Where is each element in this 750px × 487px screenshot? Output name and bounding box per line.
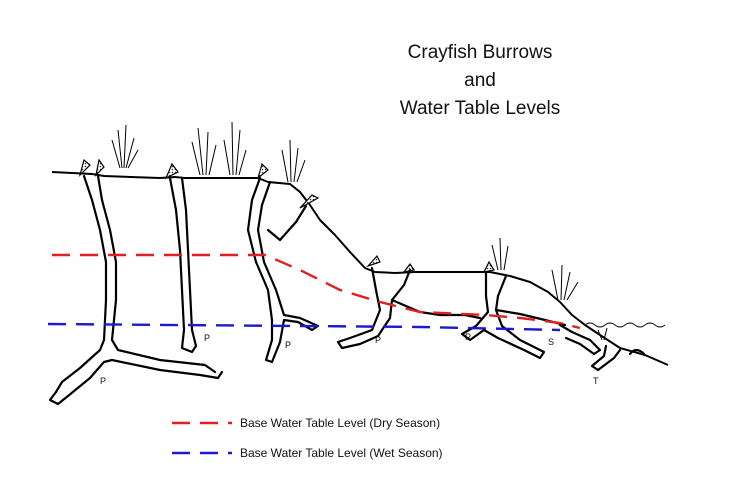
legend-wet-label: Base Water Table Level (Wet Season) (240, 446, 443, 460)
burrow-label: P (465, 332, 472, 342)
burrow-label: P (285, 340, 292, 350)
burrow-3 (246, 176, 320, 364)
diagram-title-line-1: Crayfish Burrows (407, 42, 553, 63)
burrow-label: S (548, 337, 555, 347)
legend-dry-label: Base Water Table Level (Dry Season) (240, 416, 441, 430)
burrow-1 (48, 174, 224, 406)
burrow-7 (590, 344, 646, 372)
burrow-label: P (375, 335, 382, 345)
burrow-label: P (100, 376, 107, 386)
burrow-label: P (204, 333, 211, 343)
diagram-title-line-3: Water Table Levels (399, 98, 561, 119)
burrow-label: T (593, 376, 599, 386)
water-surface (584, 322, 666, 328)
burrow-4 (336, 266, 482, 350)
grass-tufts (111, 121, 608, 341)
diagram-title-line-2: and (464, 70, 496, 91)
dry-season-water-table-line (52, 253, 581, 330)
chimneys (78, 158, 495, 273)
ground-surface (51, 171, 669, 366)
burrow-2 (168, 176, 198, 354)
wet-season-water-table-line (47, 322, 561, 332)
burrow-6 (558, 323, 602, 356)
